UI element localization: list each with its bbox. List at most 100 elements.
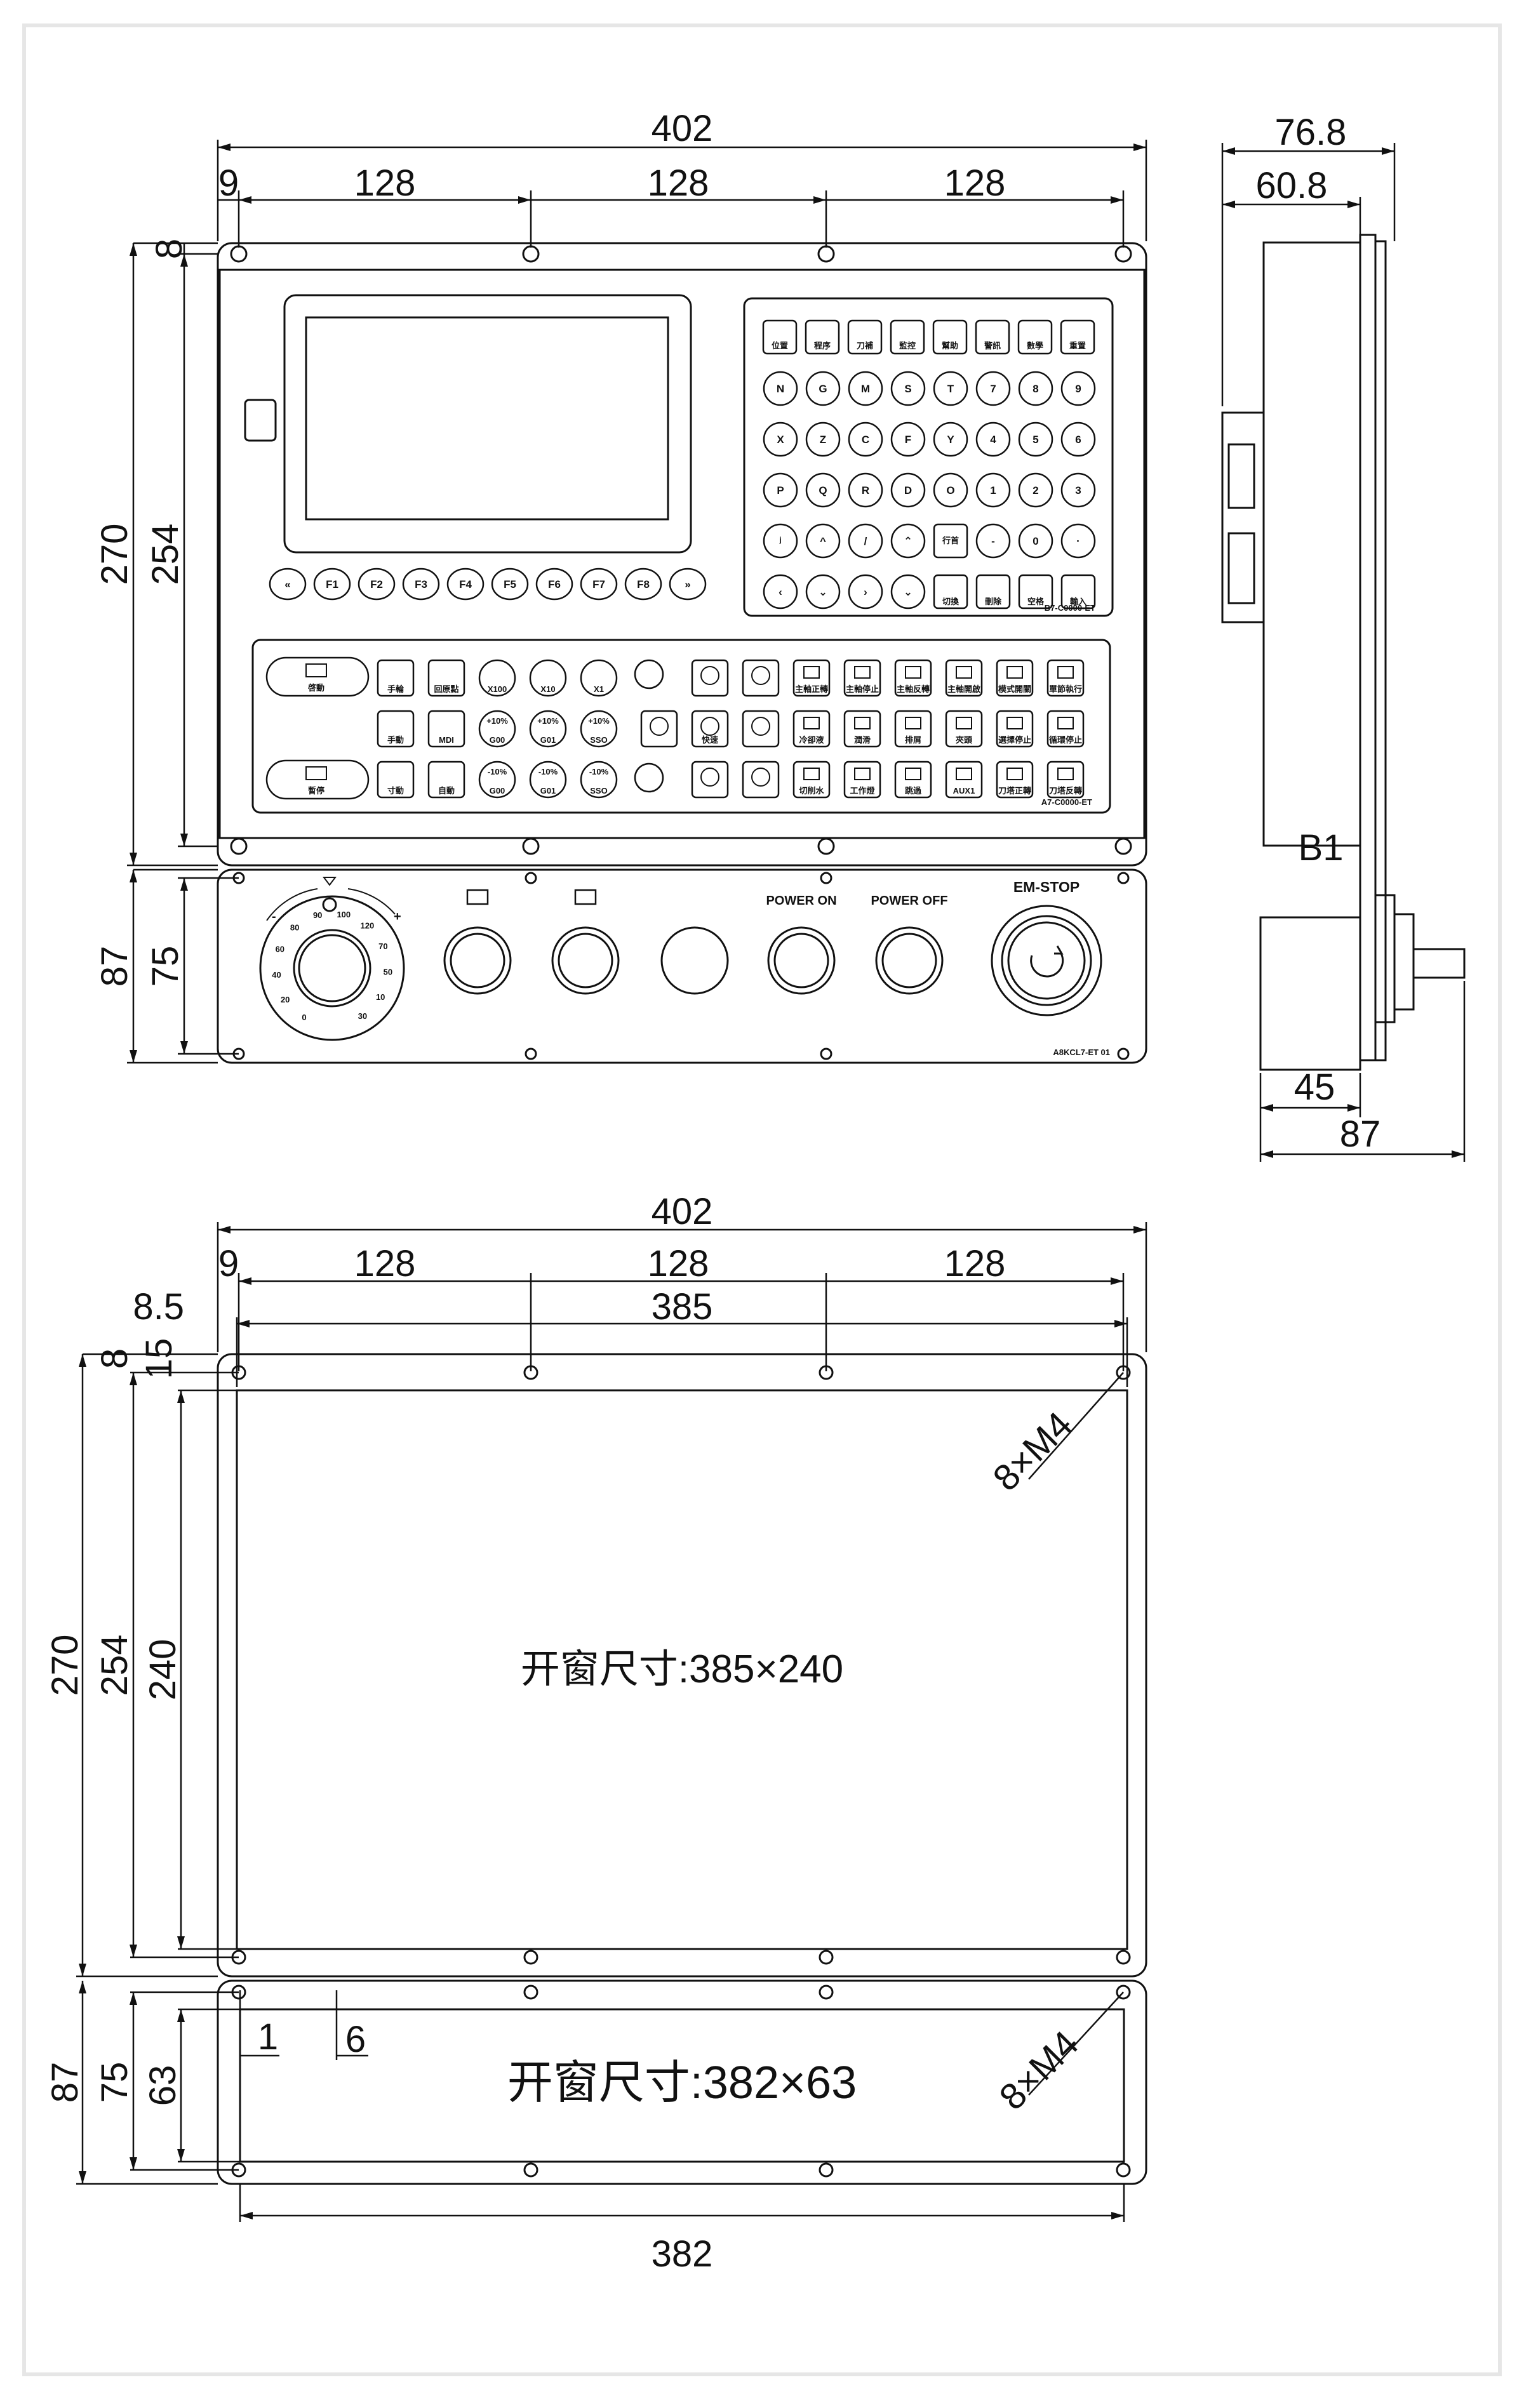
keypad-top-key-0[interactable]: 位置 [762, 319, 798, 355]
function-key-4[interactable]: F4 [446, 568, 485, 601]
op-key-0-1[interactable]: 回原點 [427, 659, 465, 697]
keypad-key-3-7[interactable]: · [1060, 523, 1096, 559]
op-axis-key-4[interactable] [742, 710, 780, 748]
op-key-2-1[interactable]: 自動 [427, 761, 465, 799]
keypad-key-3-0[interactable]: ʲ [763, 523, 798, 559]
op-right-key-0-5[interactable]: 單節執行 [1046, 659, 1085, 697]
op-blank-key-0[interactable] [634, 659, 664, 689]
op-key-0-3[interactable]: X10 [529, 659, 567, 697]
op-right-key-1-4[interactable]: 選擇停止 [996, 710, 1034, 748]
keypad-key-2-5[interactable]: 1 [975, 472, 1011, 508]
keypad-key-2-3[interactable]: D [890, 472, 926, 508]
keypad-key-2-2[interactable]: R [848, 472, 883, 508]
keypad-key-3-2[interactable]: / [848, 523, 883, 559]
keypad-key-1-5[interactable]: 4 [975, 422, 1011, 457]
op-axis-key-0[interactable] [691, 659, 729, 697]
op-right-key-1-1[interactable]: 潤滑 [843, 710, 881, 748]
blank-button[interactable] [660, 926, 729, 995]
keypad-key-1-4[interactable]: Y [933, 422, 968, 457]
keypad-key-0-7[interactable]: 9 [1060, 371, 1096, 406]
keypad-key-4-2[interactable]: › [848, 574, 883, 609]
function-key-2[interactable]: F2 [358, 568, 396, 601]
keypad-key-2-6[interactable]: 2 [1018, 472, 1053, 508]
function-key-3[interactable]: F3 [402, 568, 440, 601]
op-key-2-2[interactable]: -10%G00 [478, 761, 516, 799]
function-key-8[interactable]: F8 [624, 568, 662, 601]
keypad-key-1-3[interactable]: F [890, 422, 926, 457]
keypad-top-key-2[interactable]: 刀補 [847, 319, 883, 355]
keypad-key-0-0[interactable]: N [763, 371, 798, 406]
op-key-0-2[interactable]: X100 [478, 659, 516, 697]
op-right-key-0-2[interactable]: 主軸反轉 [894, 659, 932, 697]
keypad-top-key-7[interactable]: 重置 [1060, 319, 1095, 355]
op-axis-key-6[interactable] [742, 761, 780, 799]
keypad-key-3-4[interactable]: 行首 [933, 523, 968, 559]
keypad-key-2-0[interactable]: P [763, 472, 798, 508]
op-right-key-1-2[interactable]: 排屑 [894, 710, 932, 748]
op-right-key-2-2[interactable]: 跳過 [894, 761, 932, 799]
keypad-key-3-3[interactable]: ⌃ [890, 523, 926, 559]
power-off-button[interactable] [875, 926, 944, 995]
function-key-1[interactable]: F1 [313, 568, 351, 601]
keypad-key-4-5[interactable]: 刪除 [975, 574, 1011, 609]
keypad-key-0-3[interactable]: S [890, 371, 926, 406]
op-key-0-4[interactable]: X1 [580, 659, 618, 697]
op-blank-key-1[interactable] [634, 762, 664, 793]
op-right-key-0-4[interactable]: 模式開關 [996, 659, 1034, 697]
function-key-0[interactable]: « [269, 568, 307, 601]
op-axis-key-5[interactable] [691, 761, 729, 799]
op-right-key-2-4[interactable]: 刀塔正轉 [996, 761, 1034, 799]
cycle-start-button[interactable] [443, 926, 512, 995]
keypad-key-0-1[interactable]: G [805, 371, 841, 406]
keypad-key-4-3[interactable]: ⌄ [890, 574, 926, 609]
keypad-key-4-4[interactable]: 切換 [933, 574, 968, 609]
keypad-key-3-1[interactable]: ^ [805, 523, 841, 559]
em-stop-button[interactable] [991, 905, 1102, 1016]
keypad-key-0-4[interactable]: T [933, 371, 968, 406]
feed-hold-button[interactable] [551, 926, 620, 995]
op-pill-key-1[interactable]: 暫停 [265, 759, 370, 800]
function-key-7[interactable]: F7 [580, 568, 618, 601]
feed-override-dial[interactable] [259, 888, 405, 1041]
op-pill-key-0[interactable]: 啓動 [265, 656, 370, 697]
op-key-1-1[interactable]: MDI [427, 710, 465, 748]
op-axis-key-2[interactable] [640, 710, 678, 748]
op-key-2-0[interactable]: 寸動 [377, 761, 415, 799]
keypad-key-2-7[interactable]: 3 [1060, 472, 1096, 508]
op-right-key-0-1[interactable]: 主軸停止 [843, 659, 881, 697]
op-axis-key-3[interactable] [691, 710, 729, 748]
op-right-key-2-0[interactable]: 切削水 [792, 761, 831, 799]
keypad-key-4-0[interactable]: ‹ [763, 574, 798, 609]
op-key-0-0[interactable]: 手輪 [377, 659, 415, 697]
keypad-key-3-6[interactable]: 0 [1018, 523, 1053, 559]
keypad-key-1-7[interactable]: 6 [1060, 422, 1096, 457]
keypad-top-key-3[interactable]: 監控 [890, 319, 925, 355]
usb-port[interactable] [244, 399, 277, 442]
keypad-key-1-0[interactable]: X [763, 422, 798, 457]
power-on-button[interactable] [767, 926, 836, 995]
op-right-key-1-5[interactable]: 循環停止 [1046, 710, 1085, 748]
op-right-key-2-5[interactable]: 刀塔反轉 [1046, 761, 1085, 799]
keypad-key-0-2[interactable]: M [848, 371, 883, 406]
op-right-key-1-3[interactable]: 夾頭 [945, 710, 983, 748]
op-right-key-0-3[interactable]: 主軸開啟 [945, 659, 983, 697]
keypad-top-key-1[interactable]: 程序 [805, 319, 840, 355]
keypad-key-3-5[interactable]: - [975, 523, 1011, 559]
keypad-key-1-6[interactable]: 5 [1018, 422, 1053, 457]
function-key-6[interactable]: F6 [535, 568, 573, 601]
op-key-1-4[interactable]: +10%SSO [580, 710, 618, 748]
op-axis-key-1[interactable] [742, 659, 780, 697]
keypad-top-key-4[interactable]: 幫助 [932, 319, 968, 355]
keypad-top-key-6[interactable]: 數學 [1017, 319, 1053, 355]
keypad-top-key-5[interactable]: 警訊 [975, 319, 1010, 355]
op-right-key-1-0[interactable]: 冷卻液 [792, 710, 831, 748]
function-key-5[interactable]: F5 [491, 568, 529, 601]
op-key-1-3[interactable]: +10%G01 [529, 710, 567, 748]
op-key-1-2[interactable]: +10%G00 [478, 710, 516, 748]
keypad-key-1-1[interactable]: Z [805, 422, 841, 457]
keypad-key-4-1[interactable]: ⌄ [805, 574, 841, 609]
op-key-2-3[interactable]: -10%G01 [529, 761, 567, 799]
keypad-key-2-4[interactable]: O [933, 472, 968, 508]
op-right-key-2-1[interactable]: 工作燈 [843, 761, 881, 799]
op-key-1-0[interactable]: 手動 [377, 710, 415, 748]
